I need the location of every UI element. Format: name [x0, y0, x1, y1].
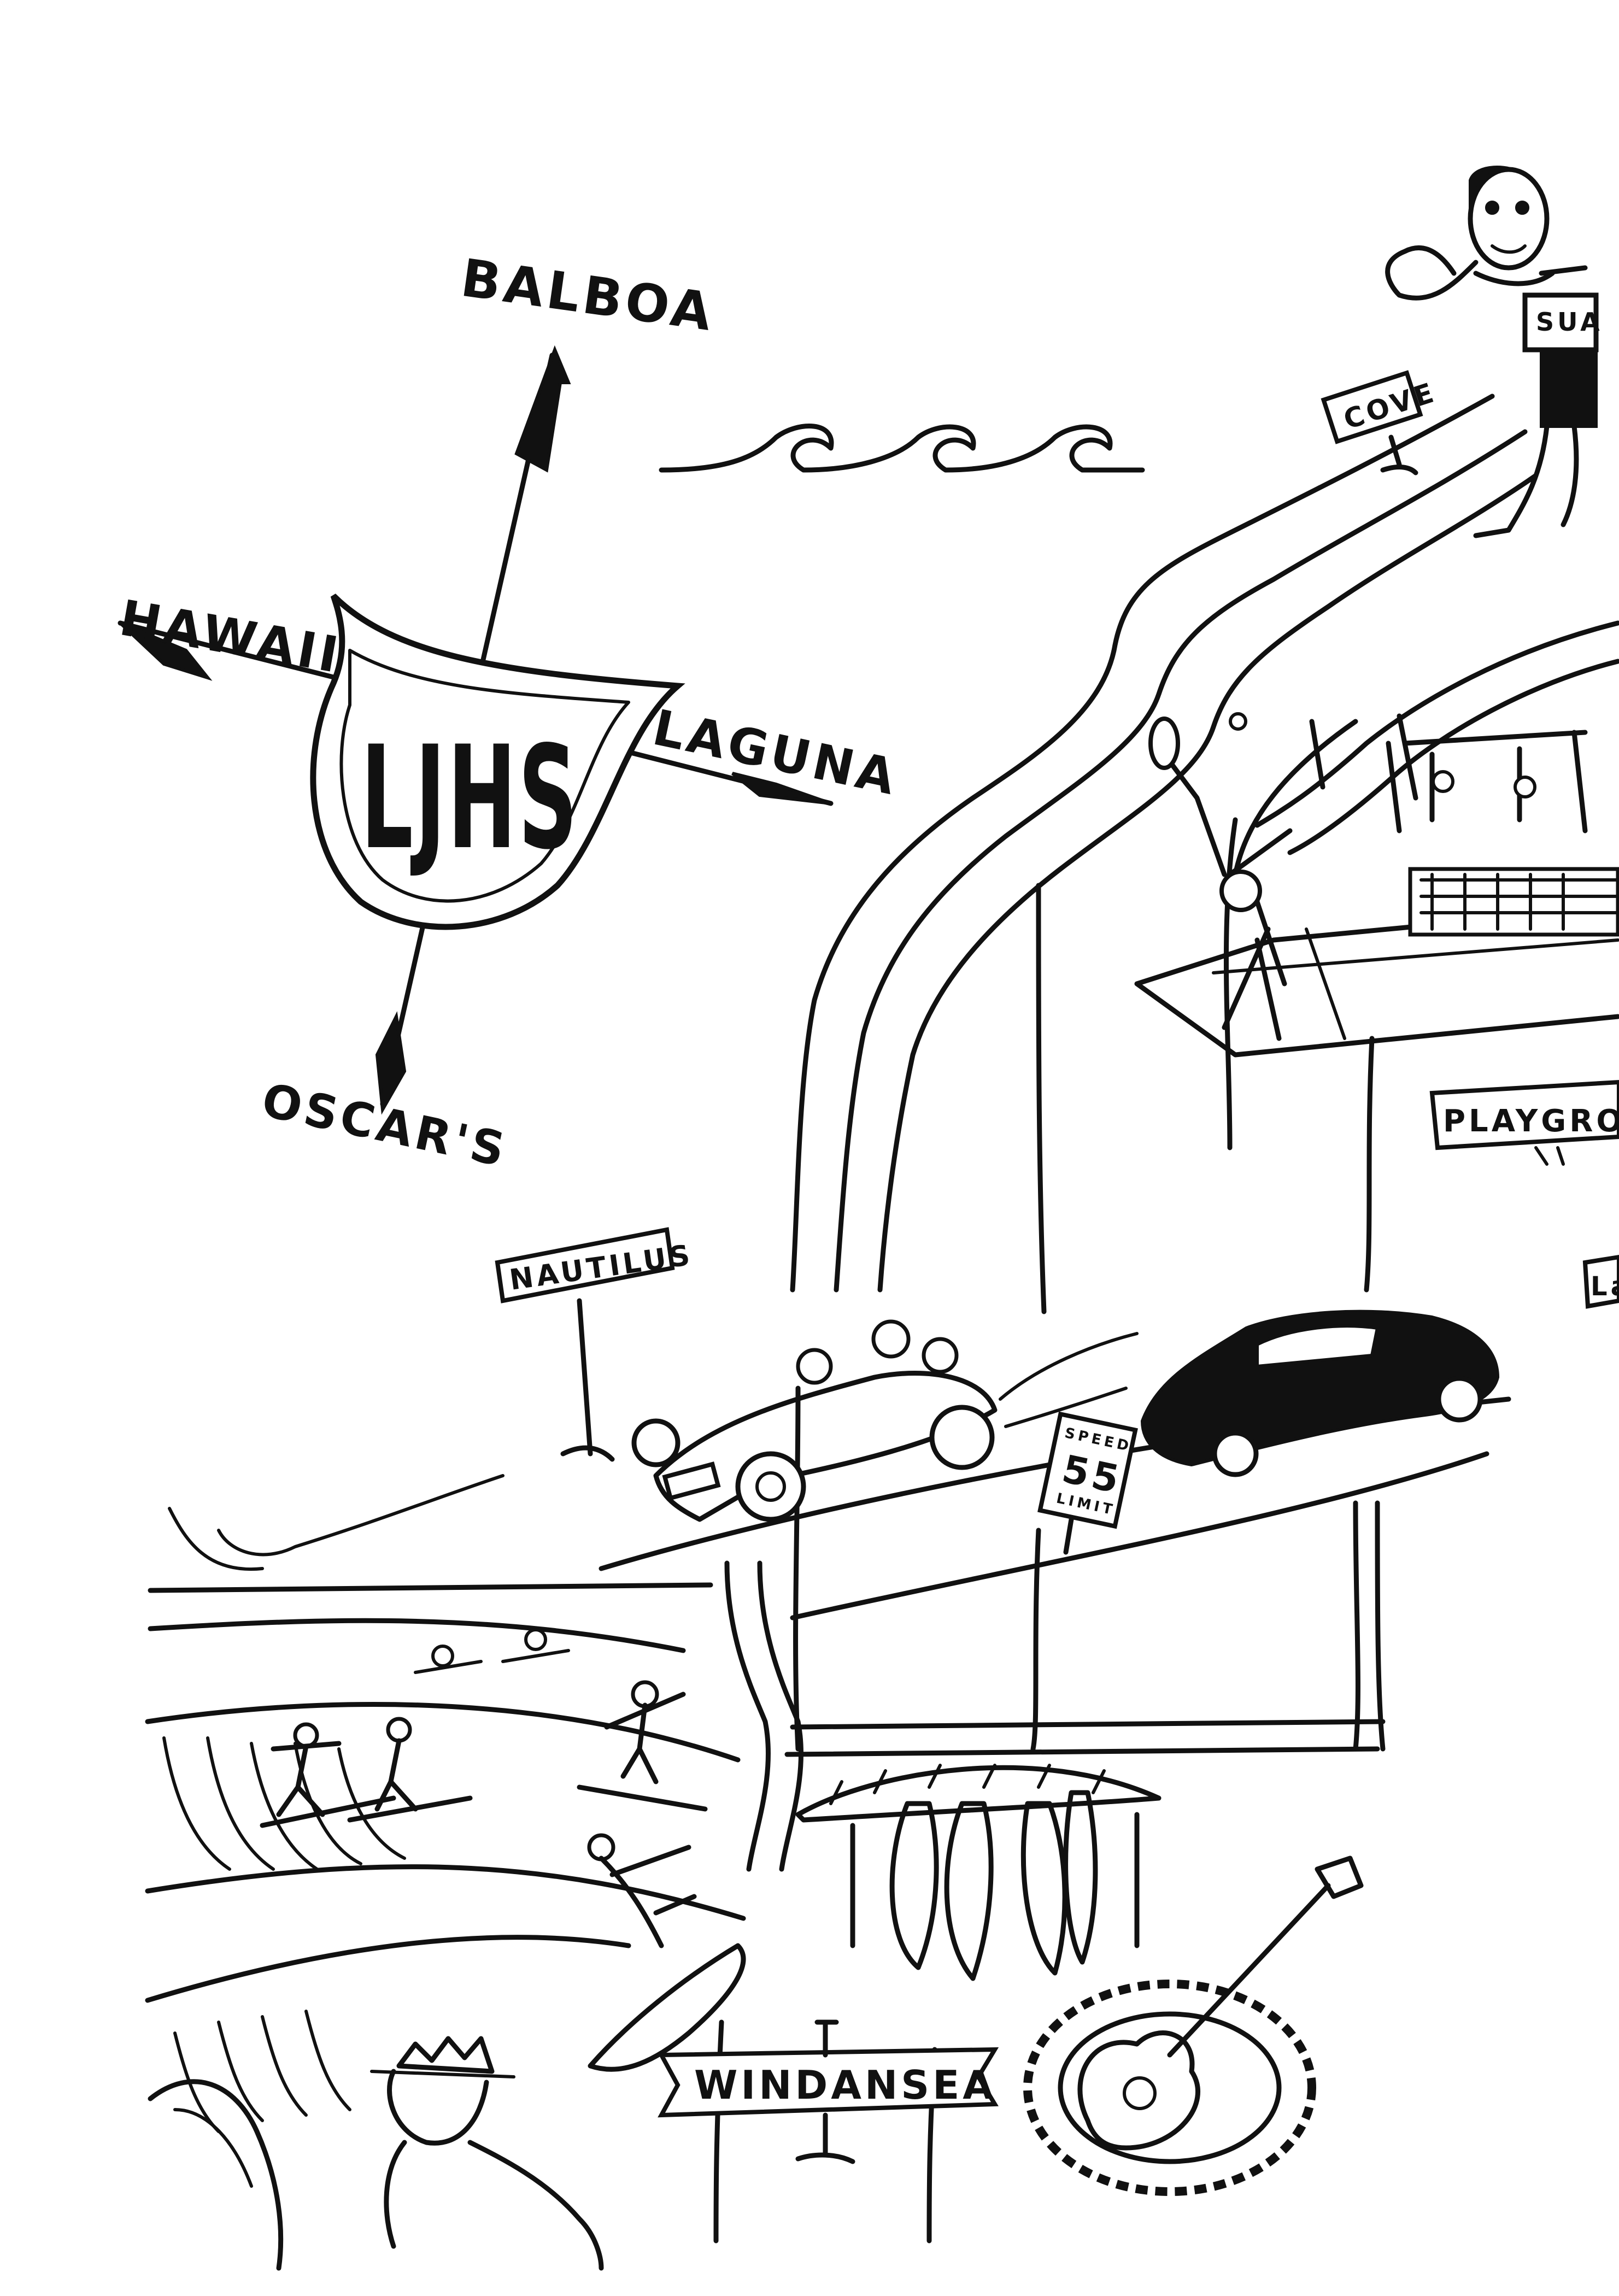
- black-sedan-car: [1140, 1310, 1500, 1477]
- strongman-figure: SUA: [1385, 166, 1603, 538]
- sign-edge-label: La: [1591, 1271, 1619, 1302]
- tennis-court: [1134, 712, 1619, 1058]
- sign-edge-partial: La: [1582, 1254, 1619, 1309]
- compass-label-west: HAWAII: [115, 589, 345, 684]
- east-arrowhead: [731, 772, 831, 805]
- surfboard-hut: [795, 1764, 1162, 1981]
- swing-set: [1386, 730, 1588, 833]
- sign-playground: PLAYGROU: [1429, 1079, 1619, 1166]
- compass-rose: LJHS BALBOA HAWAII LAGUNA OSCAR'S: [115, 248, 903, 1178]
- school-crest-shield: LJHS: [310, 594, 685, 930]
- crest-monogram: LJHS: [361, 716, 579, 881]
- crowned-surfer-bust: [148, 2036, 604, 2271]
- sign-windansea-label: WINDANSEA: [694, 2062, 996, 2108]
- shirt-lettering: SUA: [1536, 307, 1603, 337]
- winding-canyon: [790, 394, 1619, 1293]
- west-arrowhead: [119, 621, 213, 681]
- surfer-figures: [260, 1628, 746, 2072]
- sign-windansea: WINDANSEA: [658, 2019, 999, 2164]
- south-arrowhead: [375, 1011, 407, 1115]
- surf-waves: [145, 1582, 746, 2133]
- ocean-wave-strokes: [659, 424, 1145, 473]
- north-arrowhead: [514, 345, 571, 473]
- sign-speed-limit: SPEED 55 LIMIT: [1037, 1411, 1138, 1555]
- tennis-player: [1148, 712, 1293, 1041]
- vintage-roadster-car: [631, 1319, 1139, 1522]
- sign-playground-label: PLAYGROU: [1443, 1103, 1619, 1139]
- compass-label-north: BALBOA: [457, 248, 718, 343]
- ukulele-and-lei: [1023, 1855, 1364, 2196]
